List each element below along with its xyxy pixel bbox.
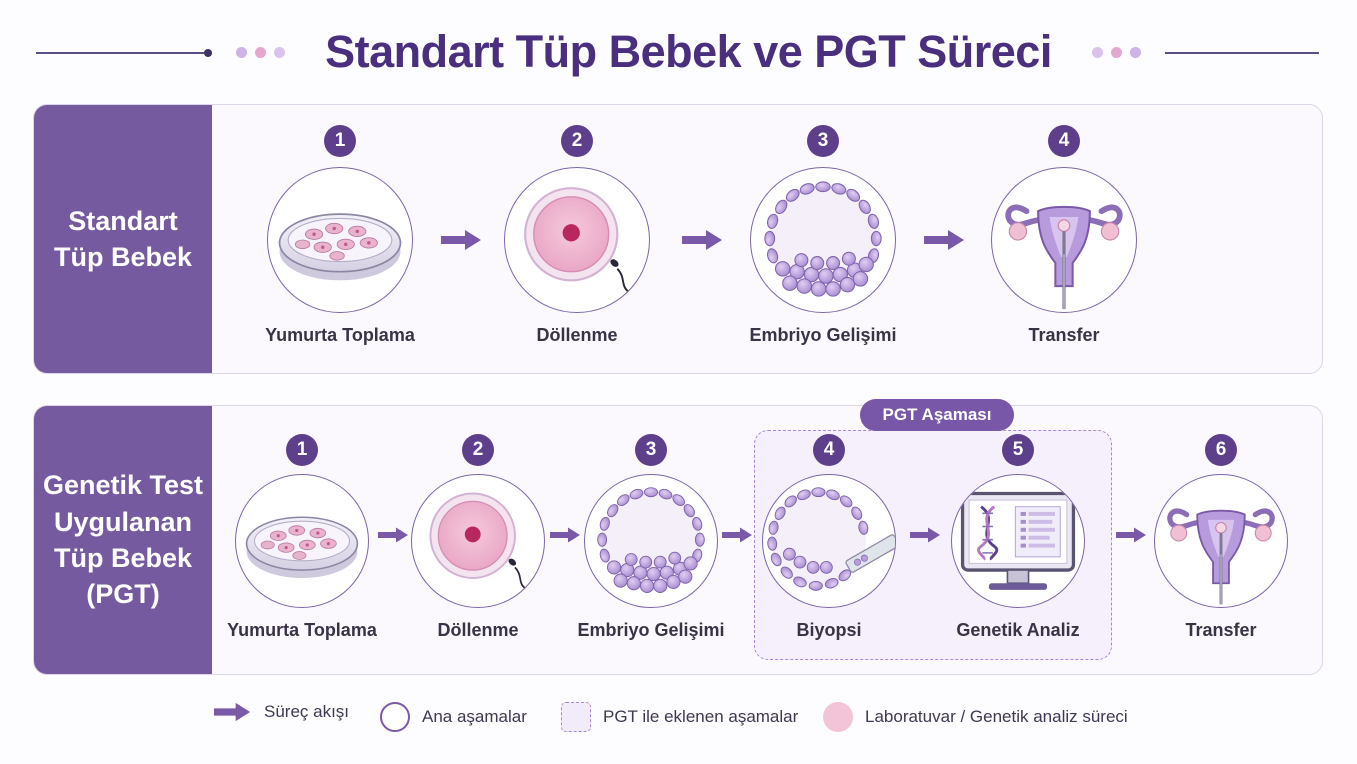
stage-label: Genetik Analiz bbox=[956, 620, 1080, 640]
legend-label: Laboratuvar / Genetik analiz süreci bbox=[865, 707, 1128, 726]
header-line-left bbox=[36, 49, 212, 57]
pgt-stage-pill: PGT Aşaması bbox=[860, 399, 1014, 431]
monitor-dna-icon bbox=[951, 474, 1085, 608]
petri-dish-icon bbox=[267, 167, 413, 313]
standard-ivf-panel: Standart Tüp Bebek 1 Yumurta Toplama 2 D… bbox=[33, 104, 1323, 374]
stage-label: Döllenme bbox=[437, 620, 519, 640]
legend-label: Süreç akışı bbox=[264, 702, 350, 721]
pgt-ivf-side: Genetik Test Uygulanan Tüp Bebek (PGT) bbox=[34, 406, 212, 674]
stage-label: Transfer bbox=[1028, 325, 1100, 345]
flow-arrow bbox=[682, 229, 722, 251]
petri-dish-icon bbox=[235, 474, 369, 608]
dashed-square-icon bbox=[561, 702, 591, 732]
egg-sperm-icon bbox=[411, 474, 545, 608]
stage-label: Transfer bbox=[1185, 620, 1257, 640]
step-number: 4 bbox=[1048, 125, 1080, 157]
blastocyst-icon bbox=[584, 474, 718, 608]
standard-ivf-label: Standart Tüp Bebek bbox=[53, 205, 193, 272]
stage-label: Embriyo Gelişimi bbox=[577, 620, 725, 640]
standard-ivf-side: Standart Tüp Bebek bbox=[34, 105, 212, 373]
step-number: 6 bbox=[1205, 434, 1237, 466]
pgt-stage-biopsy: 4 Biyopsi bbox=[744, 434, 914, 641]
pgt-stage-embryo-development: 3 Embriyo Gelişimi bbox=[566, 434, 736, 641]
step-number: 2 bbox=[462, 434, 494, 466]
pink-dot-icon bbox=[823, 702, 853, 732]
pgt-stage-genetic-analysis: 5 Genetik Analiz bbox=[933, 434, 1103, 641]
legend-label: Ana aşamalar bbox=[422, 707, 527, 726]
circle-outline-icon bbox=[380, 702, 410, 732]
uterus-icon bbox=[1154, 474, 1288, 608]
stage-label: Döllenme bbox=[536, 325, 618, 345]
egg-sperm-icon bbox=[504, 167, 650, 313]
page-title: Standart Tüp Bebek ve PGT Süreci bbox=[325, 26, 1052, 77]
legend-item-main-stages: Ana aşamalar bbox=[380, 702, 527, 732]
stage-label: Yumurta Toplama bbox=[265, 325, 415, 345]
arrow-icon bbox=[212, 702, 252, 722]
flow-arrow bbox=[924, 229, 964, 251]
step-number: 1 bbox=[324, 125, 356, 157]
step-number: 1 bbox=[286, 434, 318, 466]
legend: Süreç akışı Ana aşamalar PGT ile eklenen… bbox=[0, 694, 1357, 740]
stage-embryo-development: 3 Embriyo Gelişimi bbox=[738, 125, 908, 346]
flow-arrow bbox=[441, 229, 481, 251]
step-number: 5 bbox=[1002, 434, 1034, 466]
step-number: 2 bbox=[561, 125, 593, 157]
stage-fertilization: 2 Döllenme bbox=[492, 125, 662, 346]
stage-transfer: 4 Transfer bbox=[979, 125, 1149, 346]
pgt-stage-transfer: 6 Transfer bbox=[1136, 434, 1306, 641]
stage-label: Biyopsi bbox=[796, 620, 862, 640]
pgt-ivf-panel: Genetik Test Uygulanan Tüp Bebek (PGT) P… bbox=[33, 399, 1323, 675]
step-number: 3 bbox=[635, 434, 667, 466]
step-number: 3 bbox=[807, 125, 839, 157]
pgt-stage-egg-retrieval: 1 Yumurta Toplama bbox=[217, 434, 387, 641]
stage-egg-retrieval: 1 Yumurta Toplama bbox=[255, 125, 425, 346]
legend-item-lab: Laboratuvar / Genetik analiz süreci bbox=[823, 702, 1128, 732]
header-dots-left bbox=[236, 47, 285, 58]
header-dots-right bbox=[1092, 47, 1141, 58]
pgt-ivf-label: Genetik Test Uygulanan Tüp Bebek (PGT) bbox=[42, 470, 204, 610]
blastocyst-icon bbox=[750, 167, 896, 313]
stage-label: Embriyo Gelişimi bbox=[749, 325, 897, 345]
biopsy-icon bbox=[762, 474, 896, 608]
header-line-right bbox=[1165, 52, 1319, 54]
step-number: 4 bbox=[813, 434, 845, 466]
header: Standart Tüp Bebek ve PGT Süreci bbox=[0, 0, 1357, 104]
legend-item-flow: Süreç akışı bbox=[212, 702, 349, 722]
legend-item-pgt-stages: PGT ile eklenen aşamalar bbox=[561, 702, 798, 732]
legend-label: PGT ile eklenen aşamalar bbox=[603, 707, 799, 726]
pgt-stage-fertilization: 2 Döllenme bbox=[393, 434, 563, 641]
uterus-icon bbox=[991, 167, 1137, 313]
stage-label: Yumurta Toplama bbox=[227, 620, 377, 640]
